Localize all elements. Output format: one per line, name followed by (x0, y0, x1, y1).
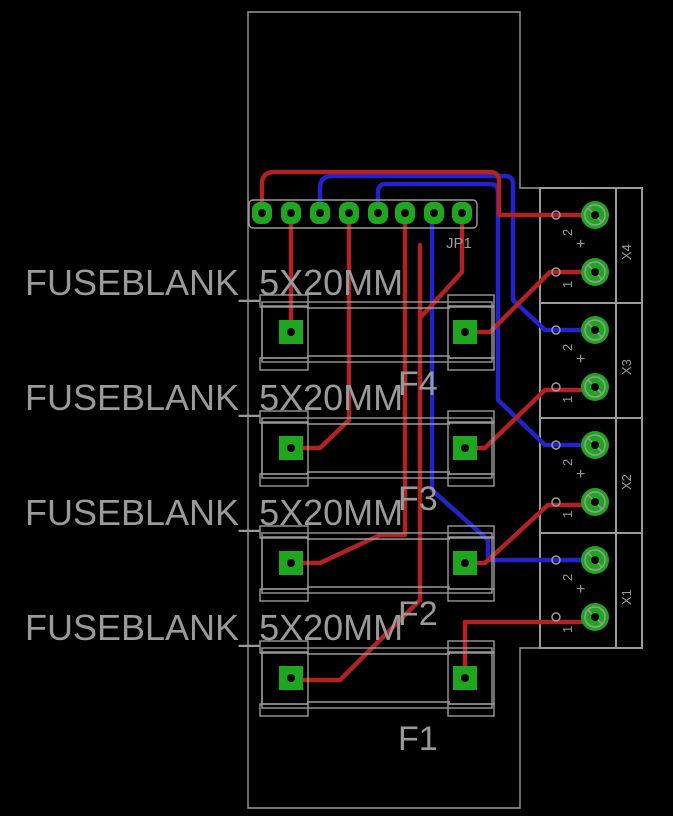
terminal-plus-label: + (576, 466, 585, 483)
terminal-pin1-label: 1 (560, 626, 575, 633)
fuse-name-f2: F2 (398, 595, 438, 633)
terminal-block-group (539, 187, 643, 649)
terminal-ref-mark (551, 382, 561, 392)
terminal-pad (581, 603, 609, 631)
fuse-pad (453, 666, 477, 690)
terminal-label: X3 (619, 359, 634, 375)
terminal-x1: X1 2 1 + (551, 546, 634, 633)
terminal-pad (581, 201, 609, 229)
fuse-group (259, 294, 495, 717)
fuse-pad (279, 666, 303, 690)
header-pin (424, 202, 444, 224)
fuse-name-f1: F1 (398, 720, 438, 758)
terminal-pin2-label: 2 (560, 574, 575, 581)
fuse-pad (279, 551, 303, 575)
header-pin (452, 202, 472, 224)
header-jp1: JP1 (248, 199, 478, 252)
terminal-plus-label: + (576, 351, 585, 368)
terminal-pad (581, 316, 609, 344)
terminal-label: X1 (619, 589, 634, 605)
header-pin (395, 202, 415, 224)
terminal-pad (581, 488, 609, 516)
terminal-pin1-label: 1 (560, 511, 575, 518)
terminal-pad (581, 373, 609, 401)
terminal-ref-mark (551, 555, 561, 565)
terminal-ref-mark (551, 210, 561, 220)
fuse-pad (279, 320, 303, 344)
terminal-ref-mark (551, 440, 561, 450)
terminal-ref-mark (551, 267, 561, 277)
terminal-x4: X4 2 1 + (551, 201, 634, 288)
fuse-pad (453, 551, 477, 575)
terminal-pad (581, 546, 609, 574)
fuse-holder-f3 (259, 410, 495, 487)
terminal-pin2-label: 2 (560, 344, 575, 351)
terminal-plus-label: + (576, 581, 585, 598)
terminal-pin1-label: 1 (560, 396, 575, 403)
terminal-ref-mark (551, 325, 561, 335)
fuse-value-label-f3: FUSEBLANK_5X20MM (25, 377, 403, 418)
header-pin (252, 202, 272, 224)
terminal-label: X4 (619, 244, 634, 260)
terminal-x2: X2 2 1 + (551, 431, 634, 518)
jp1-label: JP1 (446, 235, 472, 252)
fuse-name-f3: F3 (398, 480, 438, 518)
fuse-holder-f2 (259, 525, 495, 602)
terminal-pad (581, 258, 609, 286)
fuse-name-f4: F4 (398, 365, 438, 403)
terminal-label: X2 (619, 474, 634, 490)
header-pin (310, 202, 330, 224)
header-pin (339, 202, 359, 224)
fuse-holder-f4 (259, 294, 495, 371)
fuse-pad (279, 436, 303, 460)
terminal-x3: X3 2 1 + (551, 316, 634, 403)
fuse-value-label-f4: FUSEBLANK_5X20MM (25, 262, 403, 303)
fuse-holder-f1 (259, 640, 495, 717)
terminal-pad (581, 431, 609, 459)
header-pin (368, 202, 388, 224)
fuse-value-label-f2: FUSEBLANK_5X20MM (25, 492, 403, 533)
terminal-ref-mark (551, 497, 561, 507)
terminal-plus-label: + (576, 236, 585, 253)
header-pin (281, 202, 301, 224)
fuse-pad (453, 320, 477, 344)
fuse-value-label-f1: FUSEBLANK_5X20MM (25, 607, 403, 648)
terminal-pin2-label: 2 (560, 459, 575, 466)
terminal-pin2-label: 2 (560, 229, 575, 236)
terminal-pin1-label: 1 (560, 281, 575, 288)
fuse-pad (453, 436, 477, 460)
terminal-group: X4 2 1 + X3 2 1 + X2 2 1 + X1 2 1 + (551, 201, 634, 633)
terminal-ref-mark (551, 612, 561, 622)
